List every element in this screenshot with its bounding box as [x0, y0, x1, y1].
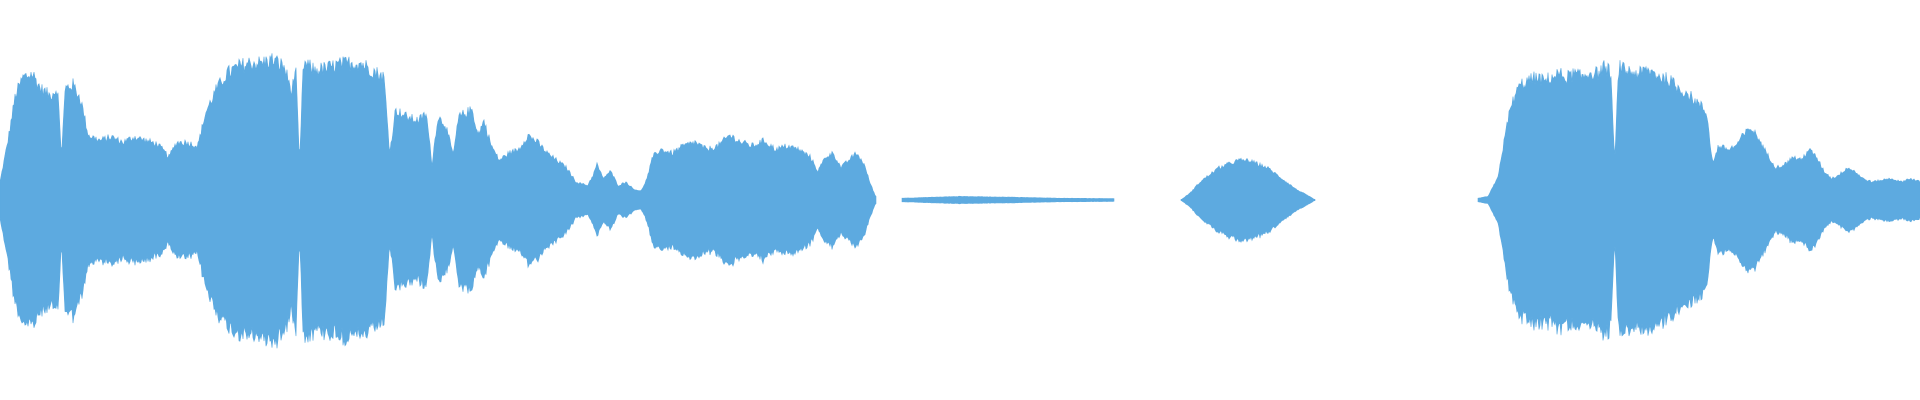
waveform-clip-2	[901, 195, 1115, 205]
waveform-clips	[0, 53, 1920, 349]
waveform-clip-1	[0, 53, 877, 349]
waveform-clip-3	[1180, 157, 1316, 243]
waveform-clip-4	[1477, 60, 1920, 341]
